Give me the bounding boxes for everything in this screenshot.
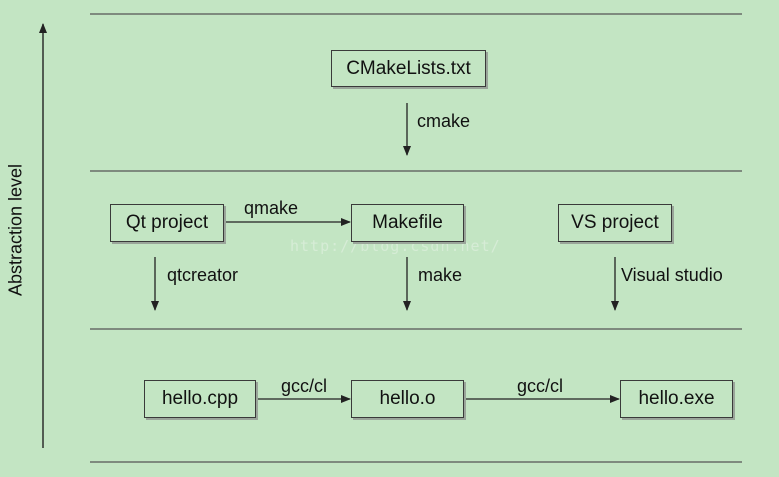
cmake-label: cmake — [417, 111, 471, 131]
qtcreator-label: qtcreator — [167, 265, 239, 285]
cmakelists-box: CMakeLists.txt — [331, 50, 486, 87]
qt-project-box: Qt project — [110, 204, 224, 242]
vs-project-box: VS project — [558, 204, 672, 242]
visual-studio-label: Visual studio — [621, 265, 723, 285]
abstraction-level-label: Abstraction level — [5, 163, 26, 297]
gcc-cl-label-1: gcc/cl — [281, 376, 328, 396]
hello-o-box: hello.o — [351, 380, 464, 418]
make-label: make — [418, 265, 463, 285]
hello-cpp-box: hello.cpp — [144, 380, 256, 418]
makefile-box: Makefile — [351, 204, 464, 242]
hello-exe-box: hello.exe — [620, 380, 733, 418]
gcc-cl-label-2: gcc/cl — [517, 376, 564, 396]
qmake-label: qmake — [244, 198, 299, 218]
